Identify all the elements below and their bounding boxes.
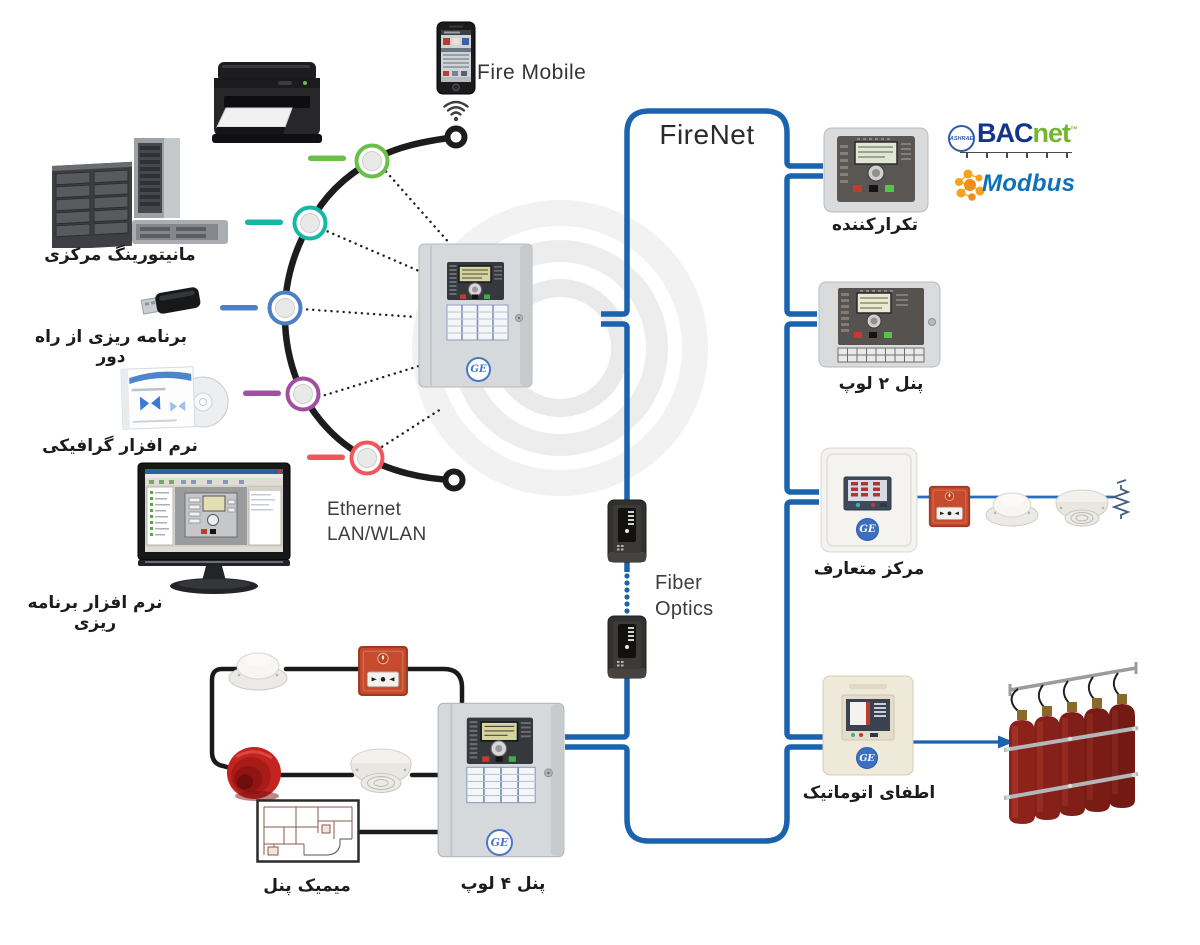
bacnet-wordmark: BACnet™ — [977, 118, 1078, 149]
server-stack-image — [52, 136, 228, 248]
extinguishing-panel-image: GE — [822, 675, 914, 776]
modbus-wordmark: Modbus — [982, 170, 1076, 197]
heat-detector-bottom-image — [348, 742, 414, 800]
firenet-loop — [565, 108, 823, 844]
box-cover — [120, 366, 196, 430]
label-auto-extinguishing: اطفای اتوماتیک — [802, 783, 936, 803]
blade-chassis — [52, 161, 132, 248]
ge-logo: GE — [466, 357, 491, 382]
wifi-icon — [443, 100, 469, 122]
bacnet-bus-line — [960, 152, 1072, 158]
ethernet-line1: Ethernet — [327, 499, 402, 520]
ge-logo: GE — [856, 518, 879, 541]
gas-cylinders-image — [1000, 658, 1142, 832]
node-dotted-links — [299, 165, 453, 452]
eol-resistor-icon — [1110, 479, 1131, 519]
label-central-monitoring: مانیتورینگ مرکزی — [44, 245, 196, 265]
label-conventional: مرکز متعارف — [813, 559, 925, 579]
watermark-swirl — [412, 200, 708, 496]
fiber-line1: Fiber — [655, 572, 703, 594]
fiber-line2: Optics — [655, 598, 714, 620]
label-panel-2-loop: پنل ۲ لوپ — [838, 374, 924, 394]
arc-end-node-top — [444, 125, 468, 149]
bacnet-net-text: net — [1032, 118, 1071, 148]
mimic-circuit-wires — [209, 666, 465, 835]
smoke-detector-right-image — [985, 485, 1039, 529]
label-remote-programming: برنامه ریزی از راه دور — [35, 327, 187, 367]
cylinder-bank — [1009, 694, 1135, 824]
tower-server — [134, 138, 180, 218]
hub-node-teal — [245, 205, 328, 241]
label-programming-software: نرم افزار برنامه ریزی — [27, 593, 163, 633]
manual-call-point-bottom-image — [357, 645, 409, 697]
label-mimic-panel: میمیک پنل — [263, 876, 351, 896]
ge-logo: GE — [486, 829, 513, 856]
panel-mock — [184, 492, 238, 538]
bacnet-bac-text: BAC — [977, 118, 1033, 148]
heat-detector-right-image — [1053, 484, 1111, 532]
two-loop-panel-image — [818, 281, 941, 368]
repeater-panel-image — [823, 127, 929, 213]
label-repeater: تکرارکننده — [831, 215, 919, 235]
conventional-panel-image: GE — [820, 447, 918, 553]
programming-monitor-image — [137, 462, 293, 596]
floor-plan-image — [256, 799, 360, 863]
manual-call-point-right-image — [928, 485, 971, 528]
label-panel-4-loop: پنل ۴ لوپ — [460, 874, 546, 894]
fiber-converter-bottom-image — [605, 614, 649, 684]
hub-node-green — [308, 143, 390, 179]
hub-node-blue — [220, 290, 303, 326]
label-firenet: FireNet — [659, 119, 755, 150]
ethernet-line2: LAN/WLAN — [327, 523, 427, 545]
software-box-image — [118, 362, 230, 436]
sounder-image — [224, 744, 284, 804]
fiber-dotted-link — [624, 573, 630, 614]
hub-node-red — [307, 440, 385, 476]
bacnet-logo: ASHRAE BACnet™ — [948, 118, 1080, 162]
hub-node-purple — [243, 376, 321, 412]
ashrae-logo: ASHRAE — [948, 125, 975, 152]
label-graphic-software: نرم افزار گرافیکی — [42, 436, 198, 456]
printer-image — [208, 52, 326, 148]
modbus-cluster-icon — [955, 169, 985, 201]
fire-mobile-phone-image — [436, 21, 476, 95]
bacnet-tm-text: ™ — [1070, 125, 1078, 134]
central-fire-panel-image: GE — [418, 243, 533, 388]
label-fire-mobile: Fire Mobile — [477, 61, 587, 84]
rack-server — [132, 220, 228, 244]
ge-logo: GE — [856, 747, 878, 769]
fiber-converter-top-image — [605, 498, 649, 568]
four-loop-panel-image: GE — [437, 702, 565, 858]
arc-end-node-bottom — [442, 468, 466, 492]
modbus-logo: Modbus — [950, 164, 1082, 208]
usb-drive-image — [140, 281, 204, 323]
extinguishing-arrow — [912, 735, 1014, 749]
smoke-detector-bottom-image — [228, 644, 288, 694]
